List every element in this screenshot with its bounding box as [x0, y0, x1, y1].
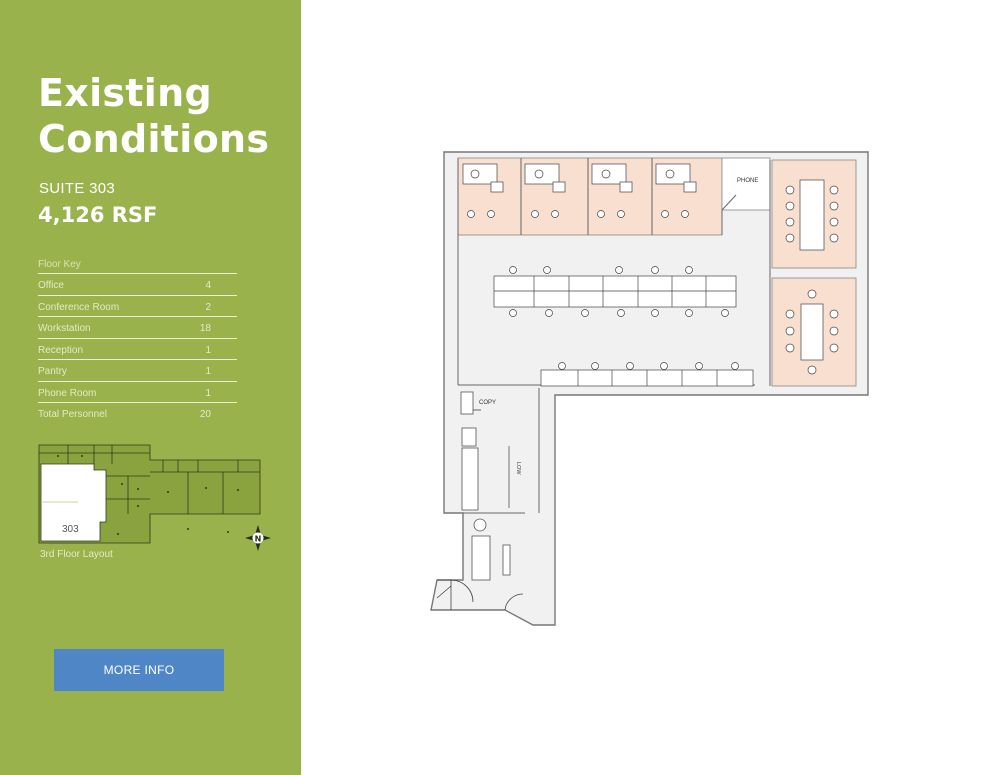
phone-room-label: PHONE — [737, 178, 758, 184]
floor-key-label: Total Personnel — [38, 409, 107, 420]
pantry — [460, 391, 511, 581]
rsf-value: 4,126 RSF — [38, 203, 158, 227]
suite-label: SUITE 303 — [39, 180, 116, 197]
compass-letter: N — [255, 535, 262, 544]
more-info-button[interactable]: MORE INFO — [54, 649, 224, 691]
floor-key-row: Office 4 — [38, 274, 237, 296]
floor-key-label: Reception — [38, 344, 84, 356]
floor-key-row: Phone Room 1 — [38, 382, 237, 403]
floor-key-label: Phone Room — [38, 387, 97, 399]
floor-minimap: 303 — [38, 444, 261, 544]
floor-plan: PHONE — [430, 151, 869, 626]
copy-label: COPY — [479, 400, 496, 406]
floor-key-row: Pantry 1 — [38, 360, 237, 382]
floor-key-row: Workstation 18 — [38, 317, 237, 339]
page-title: Existing Conditions — [38, 70, 269, 162]
floor-key-row: Total Personnel 20 — [38, 403, 237, 424]
floor-key-count: 4 — [205, 280, 211, 291]
floor-key-label: Pantry — [38, 366, 67, 377]
floor-key-table: Office 4 Conference Room 2 Workstation 1… — [38, 273, 237, 424]
floor-key-label: Office — [38, 280, 64, 291]
floor-key-label: Conference Room — [38, 301, 120, 313]
workstation-cluster — [493, 266, 754, 387]
floor-key-count: 18 — [199, 323, 211, 334]
sidebar: Existing Conditions SUITE 303 4,126 RSF … — [0, 0, 301, 775]
floor-key-label: Workstation — [38, 323, 91, 334]
floor-key-count: 1 — [205, 344, 211, 356]
conference-furniture — [785, 179, 839, 375]
low-label: LOW — [515, 462, 521, 475]
floor-key-count: 1 — [205, 366, 211, 377]
entry-door — [436, 579, 524, 611]
floor-key-row: Reception 1 — [38, 339, 237, 360]
floor-key-count: 1 — [205, 387, 211, 399]
office-furniture — [462, 163, 697, 218]
floor-key-count: 2 — [205, 301, 211, 313]
minimap-suite-label: 303 — [62, 524, 79, 535]
title-line-2: Conditions — [38, 117, 270, 161]
compass-icon: N — [245, 525, 271, 551]
minimap-caption: 3rd Floor Layout — [40, 549, 113, 560]
title-line-1: Existing — [38, 71, 212, 115]
floor-key-heading: Floor Key — [38, 259, 81, 270]
floor-key-row: Conference Room 2 — [38, 296, 237, 317]
floor-key-count: 20 — [199, 409, 211, 420]
